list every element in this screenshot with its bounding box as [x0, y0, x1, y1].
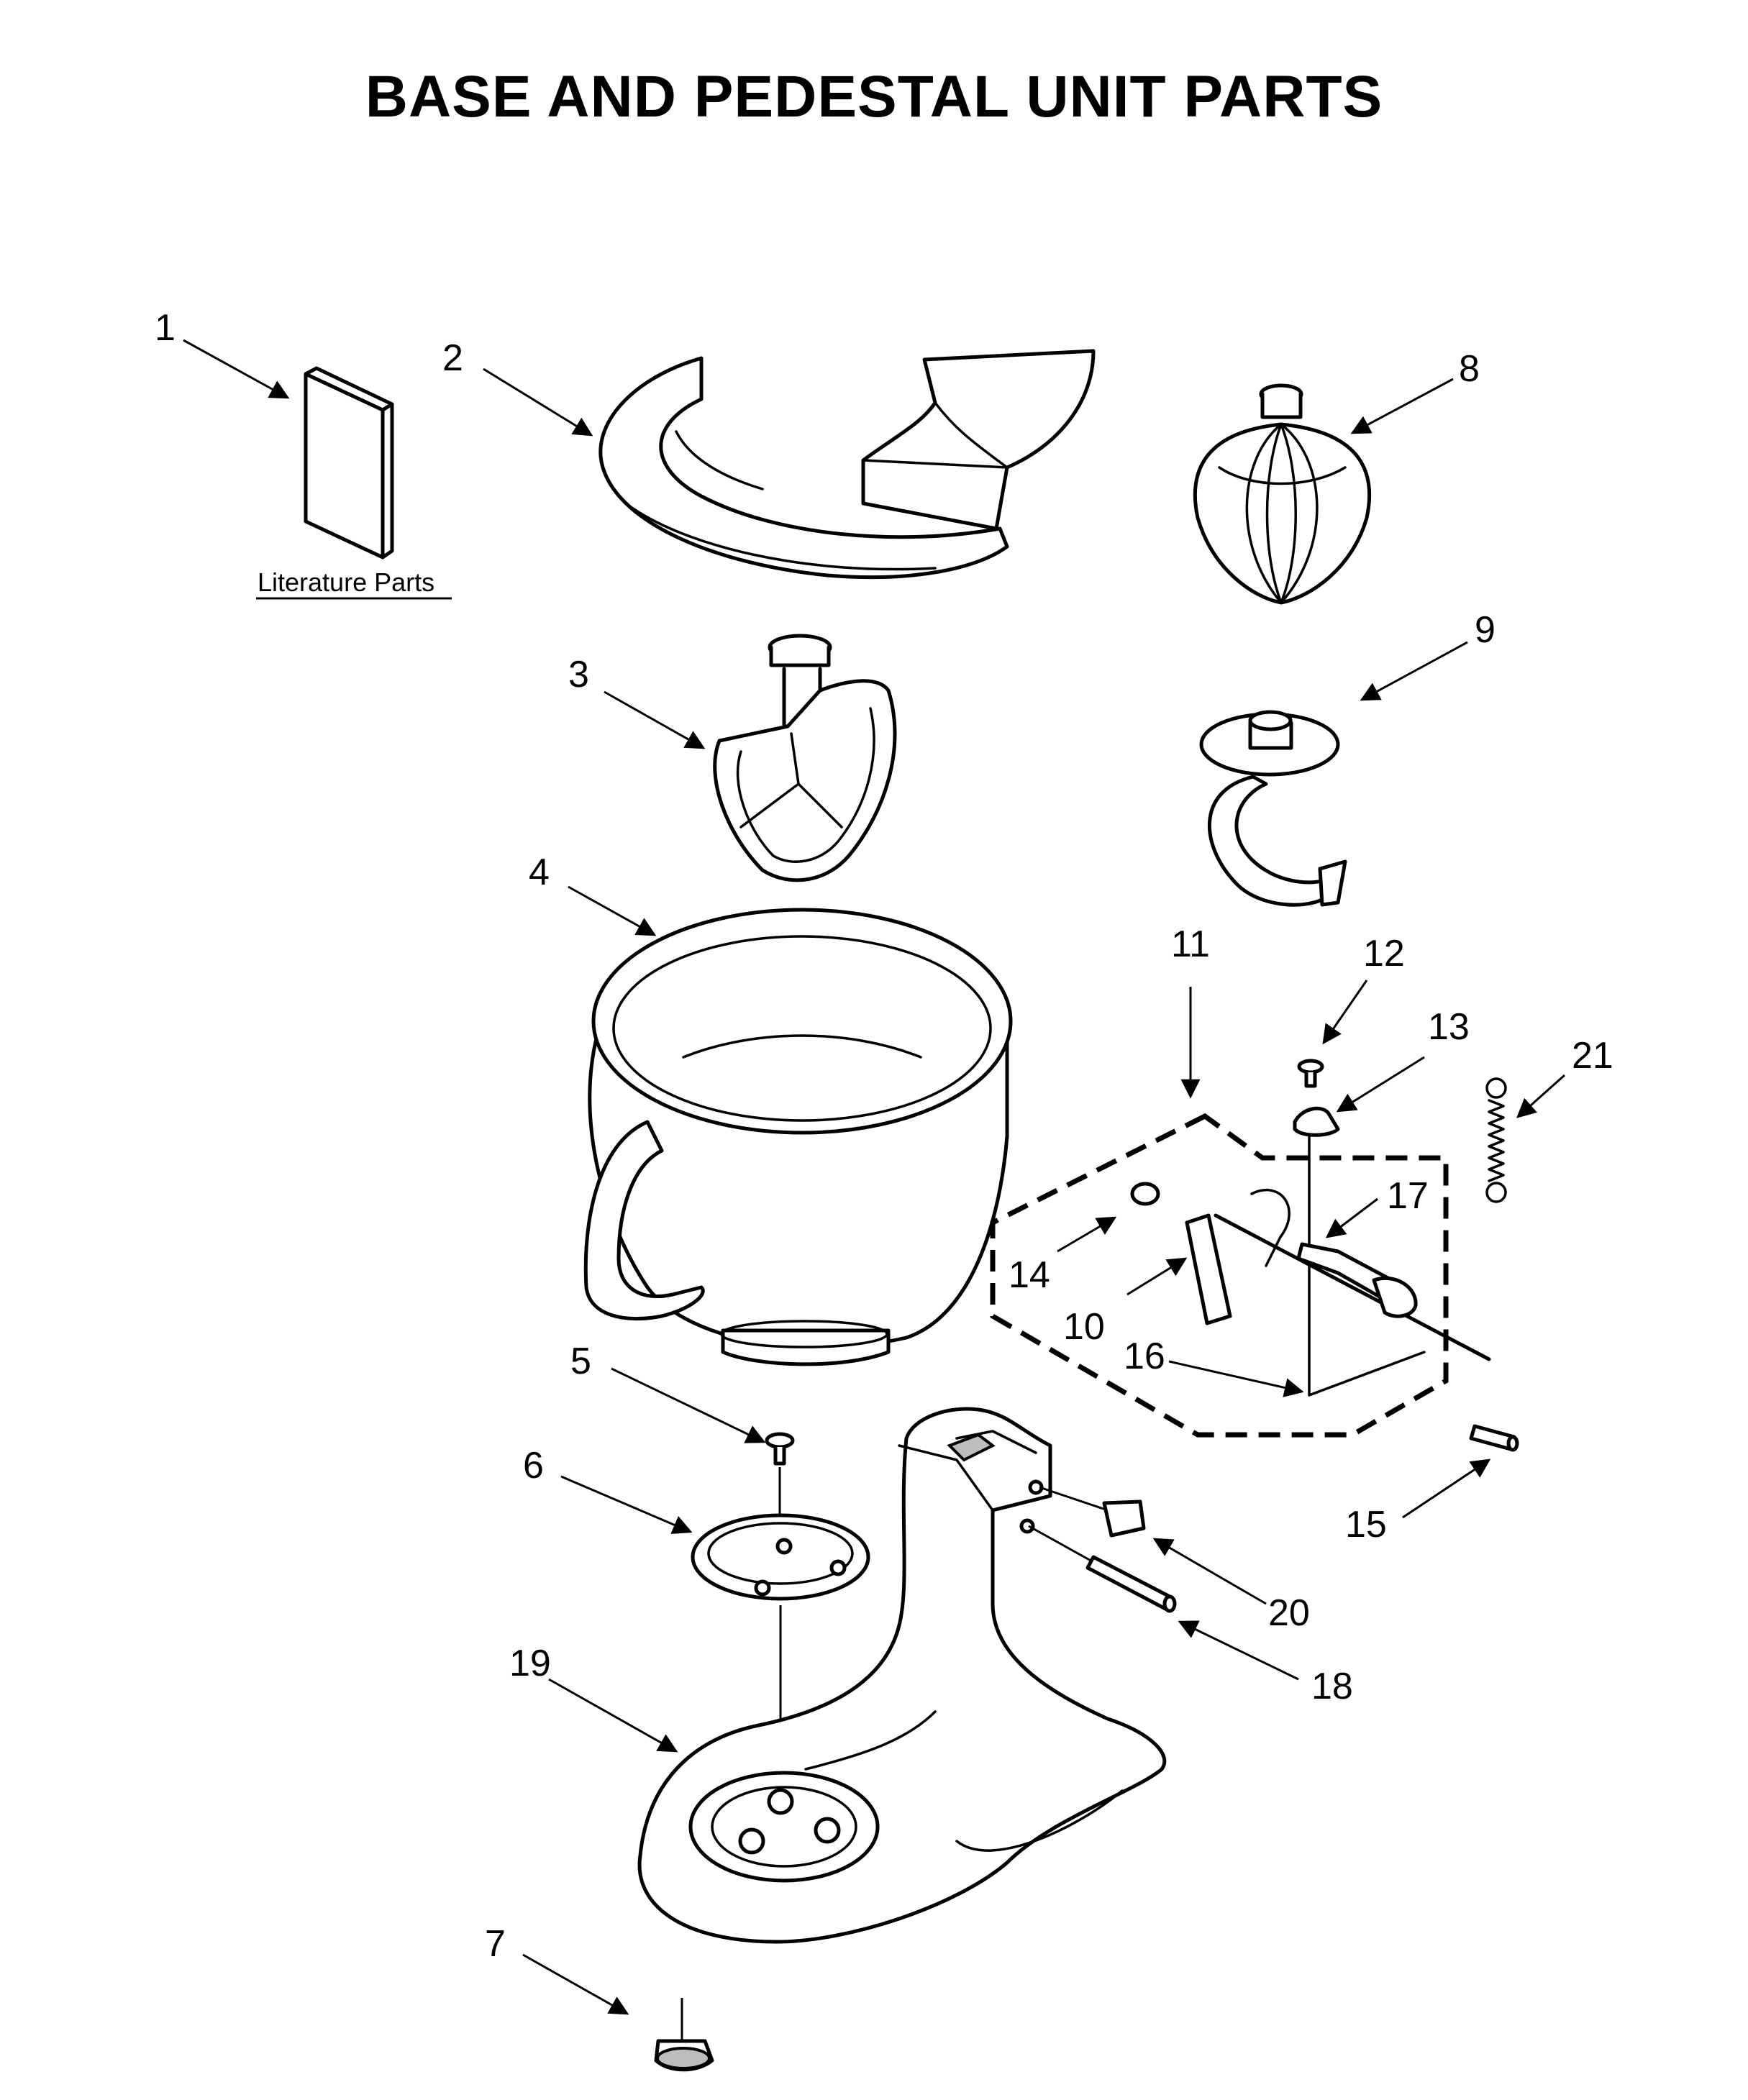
callout-20: 20: [1268, 1592, 1310, 1634]
part-12-13-screw-washer: [1293, 1059, 1340, 1137]
callout-7: 7: [485, 1923, 506, 1965]
callout-19: 19: [509, 1643, 551, 1684]
leader-arrows: [183, 339, 1565, 2015]
part-20-18-lever-pin: [1028, 1486, 1177, 1613]
part-3-flat-beater: [713, 634, 897, 882]
callout-1: 1: [155, 307, 176, 349]
callout-6: 6: [523, 1445, 544, 1487]
callout-3: 3: [568, 654, 589, 695]
callout-2: 2: [442, 337, 463, 379]
callout-12: 12: [1363, 933, 1405, 974]
part-8-wire-whip: [1193, 383, 1372, 605]
part-6-clamp-plate: [691, 1513, 870, 1791]
callout-labels: 1 2 3 4 5 6 7 8 9 10 11 12 13 14 15 16 1…: [155, 307, 1613, 1965]
page-title: BASE AND PEDESTAL UNIT PARTS: [365, 64, 1383, 129]
callout-15: 15: [1345, 1504, 1387, 1546]
callout-10: 10: [1063, 1306, 1105, 1348]
part-19-pedestal: [637, 1407, 1167, 1944]
part-4-bowl: [583, 908, 1013, 1366]
part-11-lift-assembly: [990, 1113, 1491, 1438]
callout-21: 21: [1572, 1035, 1613, 1077]
callout-18: 18: [1311, 1666, 1353, 1707]
part-5-screw: [765, 1432, 795, 1517]
part-2-pouring-shield: [598, 349, 1096, 580]
callout-11: 11: [1171, 923, 1210, 965]
callout-17: 17: [1387, 1175, 1429, 1217]
callout-9: 9: [1475, 609, 1496, 651]
callout-8: 8: [1459, 348, 1480, 390]
part-9-dough-hook: [1199, 710, 1347, 907]
callout-4: 4: [529, 852, 550, 893]
part-15-pin: [1469, 1424, 1519, 1452]
part-7-foot: [654, 1998, 714, 2072]
part-21-spring: [1485, 1077, 1507, 1203]
callout-5: 5: [570, 1341, 591, 1382]
literature-parts-label: Literature Parts: [258, 567, 434, 597]
callout-14: 14: [1009, 1254, 1050, 1296]
part-1-literature: Literature Parts: [256, 366, 452, 600]
callout-16: 16: [1124, 1336, 1165, 1377]
callout-13: 13: [1428, 1006, 1470, 1048]
